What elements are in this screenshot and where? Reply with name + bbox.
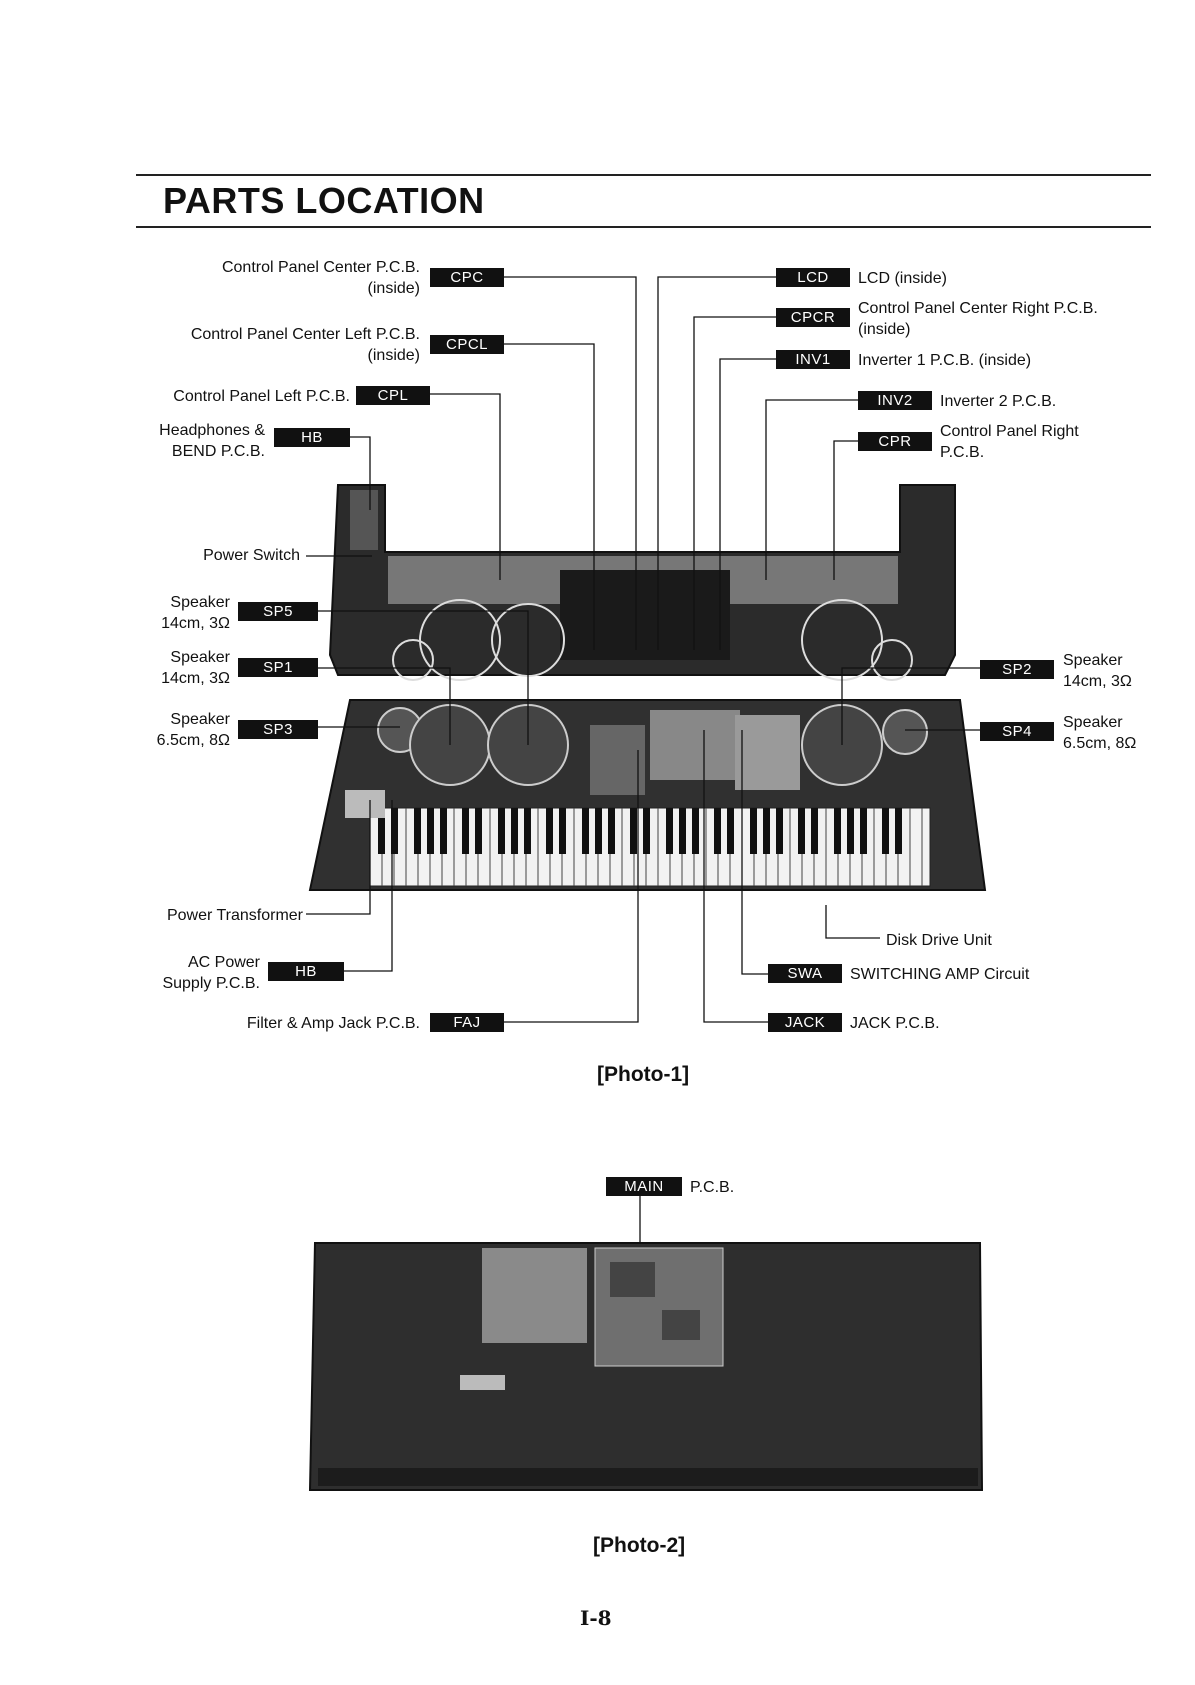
label-cpcl: Control Panel Center Left P.C.B. (inside… <box>150 324 420 366</box>
label-cpl-line1: Control Panel Left P.C.B. <box>173 388 350 405</box>
tag-hb-top: HB <box>274 428 350 447</box>
label-power-switch-line1: Power Switch <box>203 547 300 564</box>
label-sp4: Speaker 6.5cm, 8Ω <box>1063 712 1136 754</box>
label-main-line1: P.C.B. <box>690 1179 735 1196</box>
tag-inv2: INV2 <box>858 391 932 410</box>
label-cpr-line2: P.C.B. <box>940 444 985 461</box>
label-inv1: Inverter 1 P.C.B. (inside) <box>858 350 1031 371</box>
label-cpr-line1: Control Panel Right <box>940 423 1079 440</box>
label-power-switch: Power Switch <box>150 545 300 566</box>
header-top-rule <box>136 174 1151 176</box>
label-sp4-line2: 6.5cm, 8Ω <box>1063 735 1137 752</box>
label-hb-bottom-line2: Supply P.C.B. <box>162 975 260 992</box>
label-sp5-line2: 14cm, 3Ω <box>161 615 230 632</box>
tag-sp2: SP2 <box>980 660 1054 679</box>
tag-sp5: SP5 <box>238 602 318 621</box>
label-jack: JACK P.C.B. <box>850 1013 940 1034</box>
label-main: P.C.B. <box>690 1177 734 1198</box>
header-bottom-rule <box>136 226 1151 228</box>
label-hb-bottom: AC Power Supply P.C.B. <box>140 952 260 994</box>
label-sp2-line2: 14cm, 3Ω <box>1063 673 1132 690</box>
tag-sp1: SP1 <box>238 658 318 677</box>
label-sp1: Speaker 14cm, 3Ω <box>140 647 230 689</box>
label-sp3: Speaker 6.5cm, 8Ω <box>140 709 230 751</box>
photo-1-caption: [Photo-1] <box>597 1063 690 1086</box>
label-cpcr: Control Panel Center Right P.C.B. (insid… <box>858 298 1098 340</box>
label-hb-bottom-line1: AC Power <box>187 954 260 971</box>
label-cpcr-line2: (inside) <box>858 321 911 338</box>
tag-main: MAIN <box>606 1177 682 1196</box>
tag-inv1: INV1 <box>776 350 850 369</box>
tag-cpr: CPR <box>858 432 932 451</box>
label-cpl: Control Panel Left P.C.B. <box>140 386 350 407</box>
label-disk-drive: Disk Drive Unit <box>886 930 992 951</box>
label-lcd: LCD (inside) <box>858 268 947 289</box>
label-sp4-line1: Speaker <box>1063 714 1123 731</box>
label-inv2-line1: Inverter 2 P.C.B. <box>940 393 1057 410</box>
label-cpc-line2: (inside) <box>367 280 420 297</box>
tag-sp4: SP4 <box>980 722 1054 741</box>
label-swa: SWITCHING AMP Circuit <box>850 964 1029 985</box>
tag-sp3: SP3 <box>238 720 318 739</box>
tag-cpcl: CPCL <box>430 335 504 354</box>
tag-hb-bottom: HB <box>268 962 344 981</box>
label-hb-top: Headphones & BEND P.C.B. <box>130 420 265 462</box>
label-inv2: Inverter 2 P.C.B. <box>940 391 1056 412</box>
label-cpc: Control Panel Center P.C.B. (inside) <box>170 257 420 299</box>
tag-cpcr: CPCR <box>776 308 850 327</box>
label-hb-top-line1: Headphones & <box>159 422 265 439</box>
label-inv1-line1: Inverter 1 P.C.B. (inside) <box>858 352 1032 369</box>
label-sp1-line2: 14cm, 3Ω <box>161 670 230 687</box>
page-number: I-8 <box>580 1606 612 1630</box>
label-sp2: Speaker 14cm, 3Ω <box>1063 650 1132 692</box>
tag-faj: FAJ <box>430 1013 504 1032</box>
label-sp5-line1: Speaker <box>170 594 230 611</box>
label-sp2-line1: Speaker <box>1063 652 1123 669</box>
label-sp3-line2: 6.5cm, 8Ω <box>156 732 230 749</box>
label-hb-top-line2: BEND P.C.B. <box>171 443 265 460</box>
tag-jack: JACK <box>768 1013 842 1032</box>
label-jack-line1: JACK P.C.B. <box>850 1015 940 1032</box>
label-sp1-line1: Speaker <box>170 649 230 666</box>
photo-2-caption: [Photo-2] <box>593 1534 686 1557</box>
label-disk-drive-line1: Disk Drive Unit <box>886 932 992 949</box>
label-cpc-line1: Control Panel Center P.C.B. <box>221 259 420 276</box>
page-title: PARTS LOCATION <box>163 180 485 221</box>
label-swa-line1: SWITCHING AMP Circuit <box>850 966 1030 983</box>
label-cpcr-line1: Control Panel Center Right P.C.B. <box>858 300 1098 317</box>
label-faj-line1: Filter & Amp Jack P.C.B. <box>246 1015 420 1032</box>
tag-cpl: CPL <box>356 386 430 405</box>
label-lcd-line1: LCD (inside) <box>858 270 947 287</box>
label-power-transformer: Power Transformer <box>140 905 303 926</box>
label-sp5: Speaker 14cm, 3Ω <box>140 592 230 634</box>
tag-lcd: LCD <box>776 268 850 287</box>
label-cpcl-line2: (inside) <box>367 347 420 364</box>
label-cpr: Control Panel Right P.C.B. <box>940 421 1079 463</box>
label-sp3-line1: Speaker <box>170 711 230 728</box>
label-faj: Filter & Amp Jack P.C.B. <box>180 1013 420 1034</box>
label-power-transformer-line1: Power Transformer <box>166 907 303 924</box>
label-cpcl-line1: Control Panel Center Left P.C.B. <box>190 326 420 343</box>
tag-swa: SWA <box>768 964 842 983</box>
tag-cpc: CPC <box>430 268 504 287</box>
